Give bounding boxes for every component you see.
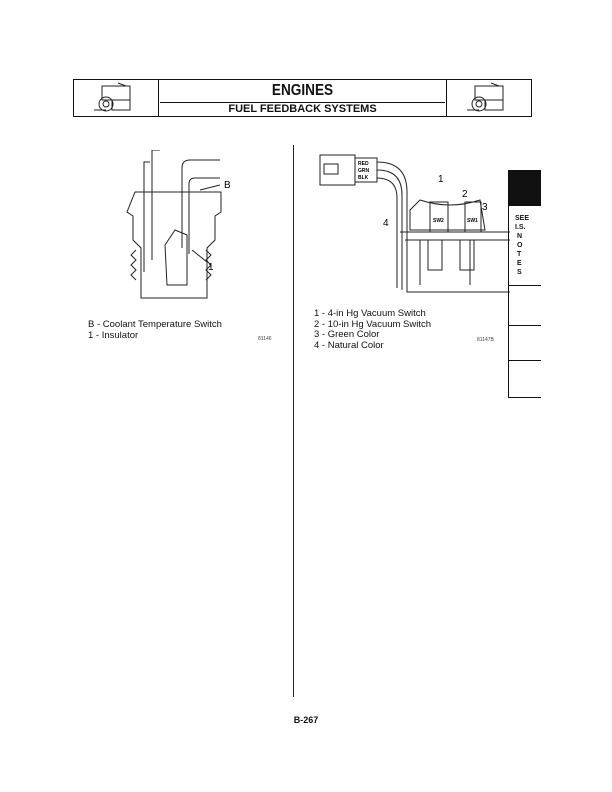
callout-2: 2 — [462, 189, 468, 200]
callout-3: 3 — [482, 202, 488, 213]
column-divider — [293, 145, 294, 697]
callout-1: 1 — [438, 174, 444, 185]
page-number: B-267 — [293, 715, 319, 725]
figure-code: 81147B — [477, 337, 494, 343]
wire-label: GRN — [358, 168, 370, 174]
callout-b: B — [224, 180, 231, 191]
switch-label: SW2 — [433, 218, 444, 224]
switch-label: SW1 — [467, 218, 478, 224]
caption-line: 1 - Insulator — [88, 329, 139, 341]
wire-label: RED — [358, 161, 369, 167]
caption-line: 1 - 4-in Hg Vacuum Switch — [314, 308, 426, 319]
engine-icon — [446, 80, 531, 116]
caption-line: 4 - Natural Color — [314, 339, 384, 351]
engine-icon — [74, 80, 159, 116]
wire-label: BLK — [358, 175, 369, 181]
tab-marker — [509, 170, 541, 206]
caption-line: B - Coolant Temperature Switch — [88, 319, 222, 330]
figure-code: 81146 — [258, 336, 272, 342]
caption-line: 2 - 10-in Hg Vacuum Switch — [314, 318, 432, 330]
page-subtitle: FUEL FEEDBACK SYSTEMS — [160, 102, 445, 116]
section-header: ENGINES FUEL FEEDBACK SYSTEMS — [73, 79, 532, 117]
page-title: ENGINES — [271, 82, 334, 99]
vacuum-switch-diagram: RED GRN BLK SW2 SW1 1 2 3 4 — [319, 154, 510, 293]
coolant-switch-diagram: B 1 — [126, 150, 231, 299]
caption-line: 3 - Green Color — [314, 329, 380, 340]
callout-4: 4 — [383, 218, 389, 229]
callout-1: 1 — [208, 262, 214, 273]
